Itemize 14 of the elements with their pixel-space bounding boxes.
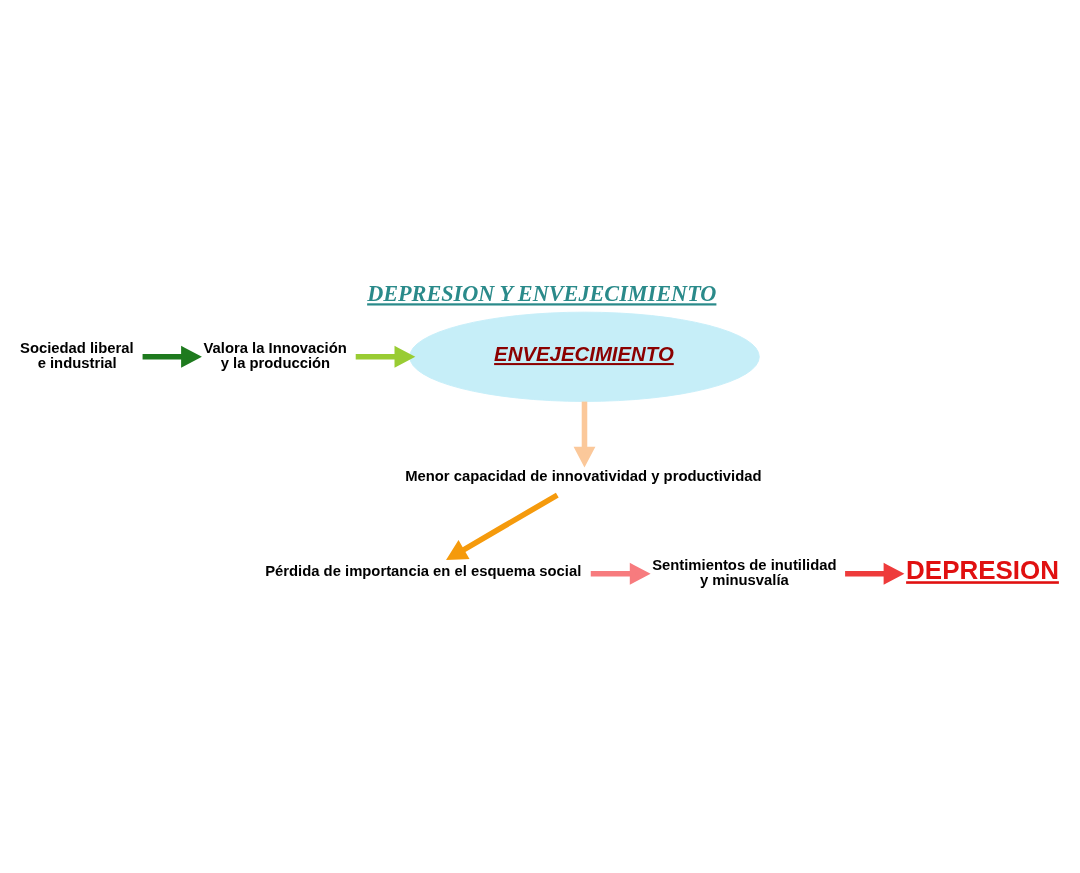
node-text: Sentimientos de inutilidad y minusvalía xyxy=(652,556,837,588)
arrow xyxy=(142,345,202,368)
diagram-title: DEPRESION Y ENVEJECIMIENTO xyxy=(367,281,717,307)
arrow xyxy=(590,562,651,585)
node-text: DEPRESION xyxy=(906,556,1059,585)
node-text: Pérdida de importancia en el esquema social xyxy=(265,563,582,580)
arrow xyxy=(355,345,416,368)
arrow xyxy=(573,401,596,468)
arrow xyxy=(446,492,559,561)
arrow xyxy=(845,562,905,585)
node-text: Sociedad liberal e industrial xyxy=(20,339,134,371)
node-ellipse: ENVEJECIMIENTO xyxy=(409,311,760,402)
node-text: Valora la Innovación y la producción xyxy=(203,339,347,371)
node-text: Menor capacidad de innovatividad y productividad xyxy=(405,467,762,484)
